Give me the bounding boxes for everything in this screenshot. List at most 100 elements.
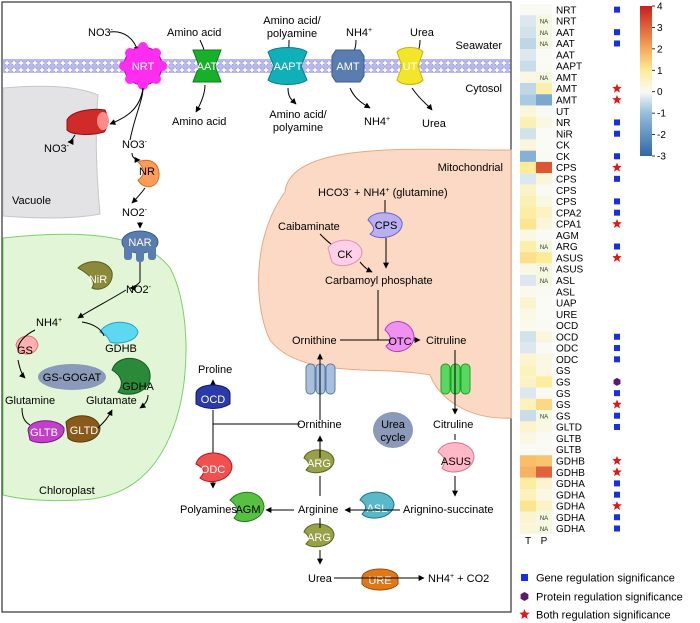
heatmap-cell-p (536, 128, 552, 140)
heatmap-cell-t (520, 252, 536, 264)
heatmap-cell-p (536, 82, 552, 95)
gs-gogat-node (38, 364, 106, 390)
nir-enzyme: NiR (77, 261, 113, 290)
heatmap-row-label: ASUS (556, 265, 584, 276)
heatmap-row-label: OCD (556, 332, 578, 343)
citruline-mito: Citruline (426, 335, 466, 347)
urea-cycle-node (373, 412, 413, 448)
gene-marker (614, 175, 620, 182)
odc-enzyme: ODC (195, 452, 233, 482)
heatmap-row-label: ARG (556, 242, 578, 253)
nh4-in: NH4+ (364, 116, 390, 128)
nr-enzyme: NR (137, 159, 160, 188)
mitochondrial-label: Mitochondrial (438, 162, 503, 174)
heatmap-cell-p (536, 353, 552, 365)
heatmap-cell-t (520, 500, 536, 512)
caibaminate: Caibaminate (278, 221, 340, 233)
heatmap-row-label: GDHA (556, 513, 585, 524)
na-label: NA (540, 279, 548, 285)
heatmap-row-label: GDHA (556, 502, 585, 513)
heatmap-row-label: ASL (556, 276, 575, 287)
heatmap-cell-p (536, 500, 552, 512)
heatmap-row-label: CK (556, 141, 570, 152)
heatmap-cell-t (520, 511, 536, 523)
gene-marker (614, 345, 620, 352)
heatmap-cell-p (536, 71, 552, 83)
gdha-label: GDHA (122, 381, 154, 393)
heatmap-cell-t (520, 274, 536, 286)
mitochondrion (258, 148, 512, 419)
gene-marker (614, 525, 620, 532)
gene-marker (614, 130, 620, 137)
heatmap-row-label: CK (556, 152, 570, 163)
ornithine: Ornithine (297, 419, 342, 431)
nrt-transporter: NRT (119, 42, 167, 90)
legend-protein-label: Protein regulation significance (536, 592, 683, 604)
heatmap-row-label: GS (556, 400, 571, 411)
cytosol-label: Cytosol (465, 83, 502, 95)
heatmap-row-label: GDHA (556, 490, 585, 501)
ure-enzyme: URE (361, 568, 399, 591)
heatmap-cell-p (536, 342, 552, 354)
legend-gene-label: Gene regulation significance (536, 573, 675, 585)
citruline: Citruline (433, 419, 473, 431)
arginine: Arginine (298, 504, 338, 516)
heatmap-cell-p (536, 195, 552, 208)
heatmap-cell-t (520, 297, 536, 309)
urea-cycle-2: cycle (380, 432, 405, 444)
both-marker (612, 94, 622, 104)
vacuole-transporter (66, 108, 109, 135)
nh4-co2: NH4+ + CO2 (428, 573, 489, 585)
arg-enzyme-1: ARG (303, 449, 335, 474)
heatmap-row-label: GDHA (556, 524, 585, 535)
heatmap-row-label: UT (556, 107, 569, 118)
heatmap-row-label: GS (556, 411, 571, 422)
colorbar-tick: -1 (657, 109, 666, 120)
heatmap-cell-p (536, 15, 552, 27)
gene-marker (614, 333, 620, 340)
urea-in: Urea (422, 118, 447, 130)
heatmap-row-label: GDHB (556, 456, 585, 467)
both-marker (612, 162, 622, 172)
heatmap-cell-t (520, 116, 536, 129)
heatmap-cell-p (536, 308, 552, 320)
both-marker (612, 399, 622, 409)
heatmap-cell-p (536, 184, 552, 196)
arg-label-1: ARG (307, 458, 331, 470)
gdhb-enzyme: GDHB (99, 321, 139, 355)
heatmap-cell-t (520, 319, 536, 332)
hco3-line: HCO3- + NH4+ (glutamine) (318, 187, 448, 199)
heatmap-cell-t (520, 489, 536, 501)
gene-marker (614, 514, 620, 521)
heatmap-row-label: GS (556, 389, 571, 400)
heatmap-cell-p (536, 477, 552, 490)
heatmap-cell-t (520, 139, 536, 151)
heatmap-row-label: NR (556, 118, 570, 129)
colorbar-tick: 1 (657, 66, 663, 77)
heatmap-cell-p (536, 240, 552, 253)
cytosol-no3: NO3- (122, 139, 148, 151)
heatmap-cell-t (520, 207, 536, 219)
no2-cyt: NO2- (122, 207, 148, 219)
heatmap-cell-p (536, 26, 552, 38)
heatmap-cell-p (536, 94, 552, 106)
heatmap-row-label: CPS (556, 174, 577, 185)
heatmap-row-label: CPS (556, 186, 577, 197)
heatmap-cell-t (520, 466, 536, 478)
na-label: NA (540, 245, 548, 251)
heatmap-cell-p (536, 150, 552, 162)
legend-both-label: Both regulation significance (536, 610, 671, 622)
asl-enzyme: ASL (359, 491, 395, 519)
heatmap-row-label: GDHB (556, 468, 585, 479)
gltd-label: GLTD (70, 425, 99, 437)
asus-enzyme: ASUS (437, 442, 475, 473)
gene-marker (614, 491, 620, 498)
chl-no2: NO2- (126, 284, 152, 296)
heatmap-row-label: GS (556, 366, 571, 377)
heatmap-cell-p (536, 161, 552, 174)
heatmap-cell-t (520, 331, 536, 343)
amt-transporter: AMT (331, 49, 365, 83)
cps-label: CPS (375, 220, 398, 232)
heatmap-row-label: AMT (556, 96, 577, 107)
